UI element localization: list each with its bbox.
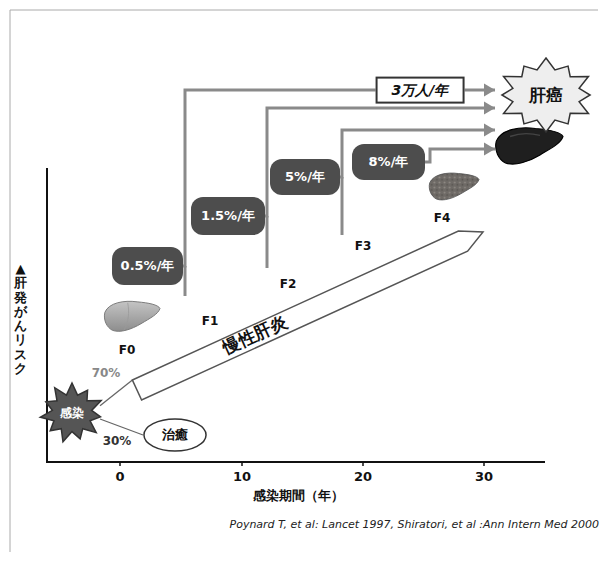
fibrosis-stage: F0: [119, 343, 136, 357]
citation: Poynard T, et al: Lancet 1997, Shiratori…: [230, 518, 599, 531]
node-text: 8%/年: [369, 154, 409, 170]
arrowhead: [484, 124, 495, 137]
node-text: 治癒: [162, 427, 188, 443]
frame-line: [10, 10, 598, 11]
node-text: 感染: [60, 406, 84, 420]
x-axis: [46, 461, 545, 463]
node-text: 5%/年: [285, 169, 325, 185]
starburst-shape: [502, 58, 590, 132]
node-text: 1.5%/年: [201, 208, 255, 224]
percent-label: 30%: [103, 434, 132, 448]
arrow-band-shape: [132, 231, 483, 400]
healthy-liver: [104, 301, 160, 331]
tick-label: 0: [115, 469, 124, 485]
infection-starburst: 感染: [40, 383, 104, 443]
connector-line: [100, 419, 143, 435]
axis-ticks: [120, 462, 484, 466]
cancer-liver: [496, 128, 563, 164]
fibrosis-stage: F3: [355, 239, 372, 253]
starburst-shape: [40, 383, 101, 442]
chronic-hepatitis-arrow: 慢性肝炎: [128, 226, 486, 404]
cure-ellipse: 治癒: [143, 418, 207, 452]
connector-line: [265, 108, 495, 216]
progression-connector: [100, 380, 132, 406]
rate-pill: 8%/年: [352, 144, 425, 180]
fibrosis-stage: F4: [434, 211, 451, 225]
connector-line: [100, 380, 132, 406]
percent-label: 70%: [92, 366, 121, 380]
rate-pill: 5%/年: [270, 159, 340, 195]
progression-connector: [265, 102, 495, 217]
progression-connector: [425, 143, 495, 163]
node-text: 肝癌: [529, 85, 563, 105]
ellipse-shape: [144, 419, 206, 451]
band-outline: [128, 226, 486, 404]
arrowhead: [484, 84, 495, 97]
x-axis-title: 感染期間（年）: [253, 488, 344, 504]
tick-label: 20: [354, 469, 372, 485]
frame-line: [10, 10, 11, 552]
edge-label-box: 3万人/年: [376, 77, 465, 104]
fibrosis-stage: F2: [280, 277, 297, 291]
cirrhotic-liver: [429, 173, 479, 200]
arrowhead: [484, 143, 495, 156]
fibrosis-stage: F1: [202, 314, 219, 328]
y-axis-title: ▲肝発がんリスク: [14, 262, 27, 376]
progression-connector: [100, 419, 143, 435]
node-text: 0.5%/年: [121, 258, 175, 274]
tick-label: 10: [233, 469, 251, 485]
cancer-starburst: 肝癌: [497, 58, 595, 132]
rate-pill: 0.5%/年: [112, 247, 183, 285]
tick-label: 30: [475, 469, 493, 485]
arrowhead: [484, 102, 495, 115]
rate-pill: 1.5%/年: [191, 197, 265, 235]
